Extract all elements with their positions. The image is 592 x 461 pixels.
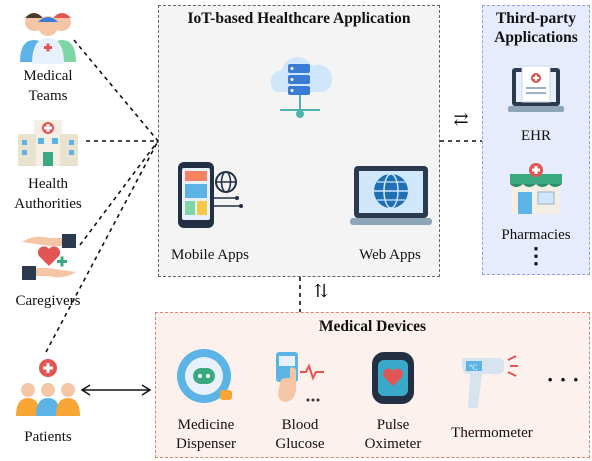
arrow-app-devices: ⇅: [313, 281, 329, 301]
pulse-oximeter-line1: Pulse: [376, 417, 410, 433]
third-party-title-line1: Third-party: [495, 10, 577, 27]
patients-icon: [14, 356, 82, 418]
web-apps-label: Web Apps: [359, 247, 421, 263]
cloud-server-icon: [262, 50, 338, 128]
health-authorities-line2: Authorities: [14, 196, 82, 212]
thermometer-icon: °C: [458, 350, 524, 414]
arrow-app-third-party: ⇄: [453, 109, 469, 129]
blood-glucose-line2: Glucose: [275, 436, 325, 452]
devices-title: Medical Devices: [318, 318, 427, 335]
blood-glucose-line1: Blood: [281, 417, 319, 433]
medicine-dispenser-line2: Dispenser: [176, 436, 236, 452]
blood-glucose-icon: [270, 348, 332, 410]
medicine-dispenser-icon: [174, 346, 238, 406]
health-authorities-icon: [16, 110, 80, 170]
pharmacy-icon: [506, 162, 566, 218]
line-medical-teams: [73, 39, 159, 142]
app-box-title: IoT-based Healthcare Application: [187, 10, 411, 27]
caregivers-label: Caregivers: [15, 293, 81, 309]
pharmacies-label: Pharmacies: [501, 227, 571, 243]
pulse-oximeter-line2: Oximeter: [364, 436, 422, 452]
web-app-icon: [350, 160, 432, 232]
ehr-label: EHR: [521, 128, 551, 144]
third-party-more: ⋮: [525, 243, 547, 268]
medical-teams-icon: [18, 2, 78, 64]
third-party-box: [482, 5, 590, 275]
medical-teams-line2: Teams: [28, 88, 68, 104]
app-box: [158, 5, 440, 277]
thermometer-label: Thermometer: [451, 425, 533, 441]
medical-teams-line1: Medical: [23, 68, 73, 84]
ehr-icon: [506, 62, 566, 118]
third-party-title-line2: Applications: [494, 29, 578, 46]
health-authorities-line1: Health: [28, 176, 68, 192]
mobile-apps-label: Mobile Apps: [171, 247, 249, 263]
medicine-dispenser-line1: Medicine: [177, 417, 235, 433]
line-caregivers: [79, 140, 159, 246]
pulse-oximeter-icon: [366, 348, 420, 408]
mobile-app-icon: [174, 160, 244, 232]
patients-label: Patients: [24, 429, 72, 445]
svg-text:°C: °C: [469, 363, 478, 372]
caregivers-icon: [18, 226, 80, 286]
devices-more: · · ·: [546, 367, 580, 392]
